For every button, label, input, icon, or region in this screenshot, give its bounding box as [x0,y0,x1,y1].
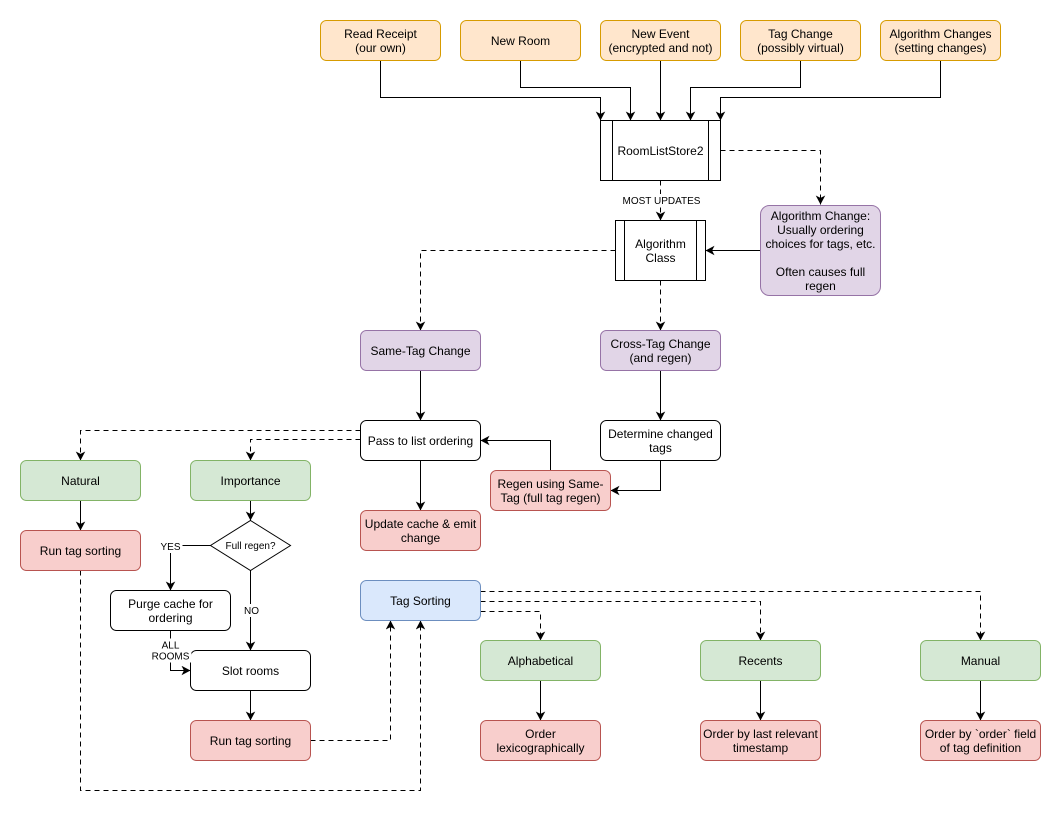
svg-text:ROOMS: ROOMS [152,652,190,663]
svg-text:Recents: Recents [738,654,782,668]
svg-text:tags: tags [649,441,672,455]
svg-text:(possibly virtual): (possibly virtual) [757,41,844,55]
svg-text:Order by `order` field: Order by `order` field [925,727,1036,741]
svg-text:change: change [401,531,441,545]
svg-text:Importance: Importance [220,474,280,488]
svg-text:Tag Sorting: Tag Sorting [390,594,451,608]
svg-text:(encrypted and not): (encrypted and not) [608,41,712,55]
svg-text:Full regen?: Full regen? [225,541,275,552]
svg-text:New Room: New Room [491,34,550,48]
svg-text:ALL: ALL [162,641,180,652]
svg-text:NO: NO [244,606,259,617]
svg-text:Class: Class [645,251,675,265]
svg-text:Alphabetical: Alphabetical [508,654,573,668]
svg-text:Update cache & emit: Update cache & emit [365,517,477,531]
svg-text:Natural: Natural [61,474,100,488]
svg-text:Pass to list ordering: Pass to list ordering [368,434,473,448]
svg-text:YES: YES [160,542,180,553]
svg-text:Determine changed: Determine changed [608,427,713,441]
svg-text:Purge cache for: Purge cache for [128,597,213,611]
svg-text:Run tag sorting: Run tag sorting [40,544,121,558]
svg-text:(setting changes): (setting changes) [894,41,986,55]
svg-text:choices for tags, etc.: choices for tags, etc. [765,237,875,251]
svg-text:Algorithm Change:: Algorithm Change: [771,209,870,223]
svg-text:Run tag sorting: Run tag sorting [210,734,291,748]
svg-text:Order by last relevant: Order by last relevant [703,727,818,741]
svg-text:Regen using Same-: Regen using Same- [497,477,603,491]
svg-text:(our own): (our own) [355,41,406,55]
svg-text:of tag definition: of tag definition [940,741,1021,755]
svg-text:Usually ordering: Usually ordering [777,223,864,237]
svg-text:ordering: ordering [148,611,192,625]
svg-text:Often causes full: Often causes full [776,265,865,279]
svg-text:Manual: Manual [961,654,1000,668]
svg-text:RoomListStore2: RoomListStore2 [617,144,703,158]
svg-text:(and regen): (and regen) [629,351,691,365]
svg-text:Slot rooms: Slot rooms [222,664,279,678]
svg-text:Cross-Tag Change: Cross-Tag Change [610,337,710,351]
svg-text:Order: Order [525,727,556,741]
svg-text:Algorithm Changes: Algorithm Changes [889,27,991,41]
svg-text:Tag (full tag regen): Tag (full tag regen) [500,491,600,505]
svg-text:Algorithm: Algorithm [635,237,686,251]
svg-text:timestamp: timestamp [733,741,789,755]
svg-text:lexicographically: lexicographically [496,741,584,755]
svg-text:Tag Change: Tag Change [768,27,833,41]
svg-text:New Event: New Event [631,27,690,41]
svg-text:regen: regen [805,279,836,293]
svg-text:MOST UPDATES: MOST UPDATES [623,196,701,207]
svg-text:Same-Tag Change: Same-Tag Change [370,344,470,358]
svg-text:Read Receipt: Read Receipt [344,27,417,41]
